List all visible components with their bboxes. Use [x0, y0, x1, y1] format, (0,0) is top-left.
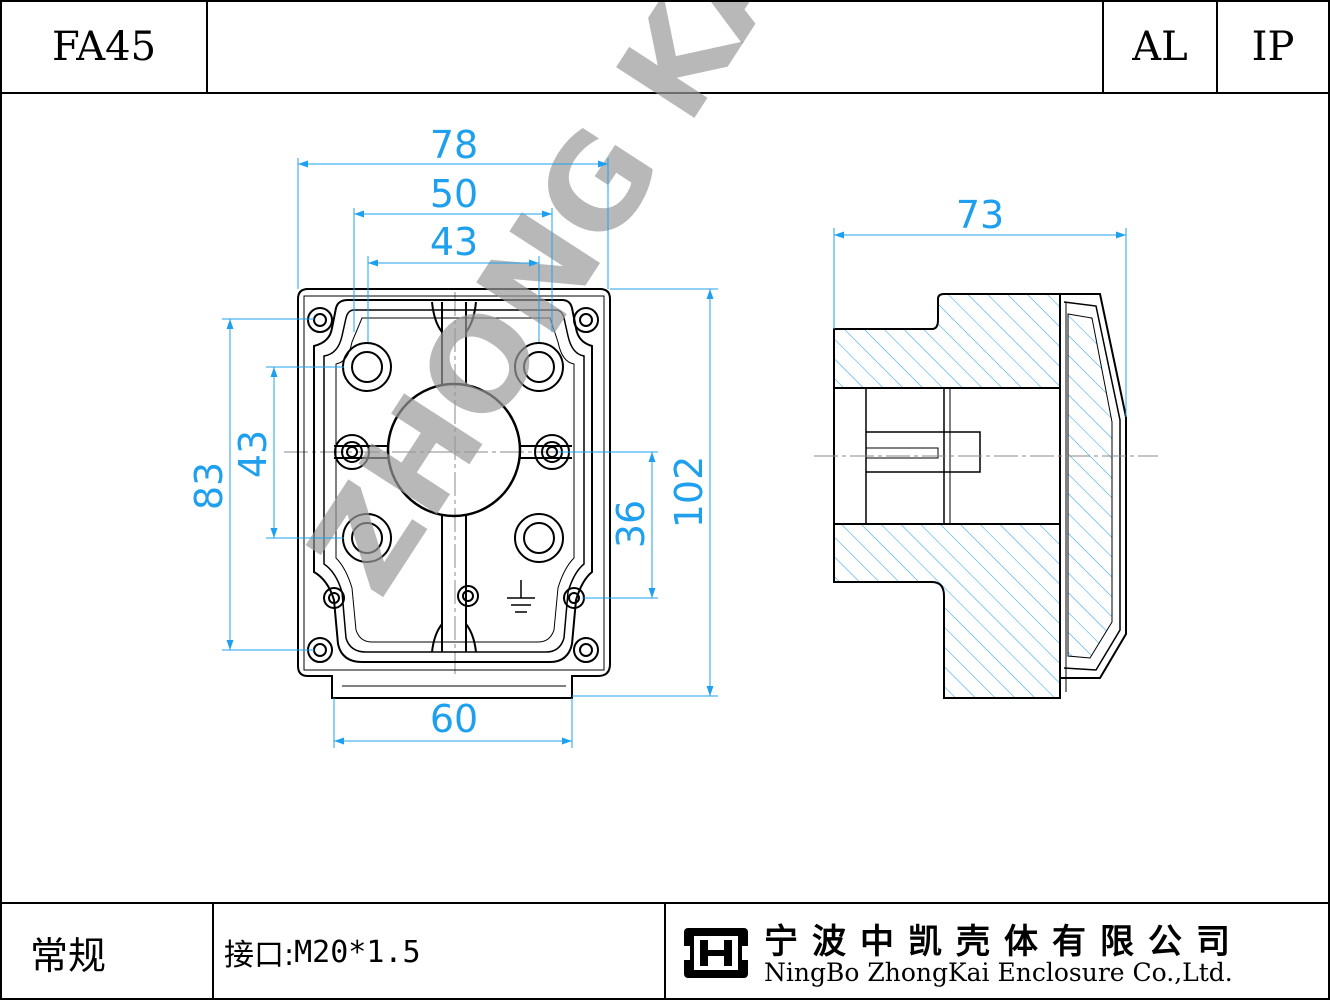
company-name-en: NingBo ZhongKai Enclosure Co.,Ltd. — [764, 958, 1233, 987]
dim-offset-y: 36 — [609, 500, 653, 548]
port-spec: 接口:M20*1.5 — [214, 904, 666, 1000]
company-block: 宁波中凯壳体有限公司 NingBo ZhongKai Enclosure Co.… — [666, 904, 1328, 1000]
dim-base-width: 60 — [430, 697, 478, 741]
port-value: M20*1.5 — [294, 934, 421, 970]
dim-depth: 73 — [956, 193, 1004, 237]
technical-drawing: ZHONG KAI — [187, 2, 1158, 748]
material-code: AL — [1102, 2, 1218, 94]
model-code: FA45 — [2, 2, 208, 94]
enclosure-type: 常规 — [2, 904, 214, 1000]
title-block: 常规 接口:M20*1.5 宁波中凯壳体有限公司 NingBo ZhongKai… — [2, 902, 1328, 1000]
dim-hole-spacing-y: 43 — [231, 430, 275, 478]
dim-overall-width: 78 — [430, 123, 478, 167]
port-label: 接口: — [224, 938, 295, 973]
header-divider — [208, 92, 1102, 94]
dim-mount-spacing-y: 83 — [187, 462, 231, 510]
dimension-lines — [222, 158, 1127, 748]
company-name-cn: 宁波中凯壳体有限公司 — [764, 922, 1244, 962]
side-view — [814, 293, 1158, 699]
dim-inner-width: 50 — [430, 172, 478, 216]
company-logo-icon — [682, 928, 750, 978]
dim-overall-height: 102 — [667, 456, 711, 529]
dim-hole-spacing-x: 43 — [430, 220, 478, 264]
dimension-labels: 78 50 43 60 73 83 43 36 102 — [187, 123, 1004, 741]
protection-code: IP — [1216, 2, 1330, 94]
